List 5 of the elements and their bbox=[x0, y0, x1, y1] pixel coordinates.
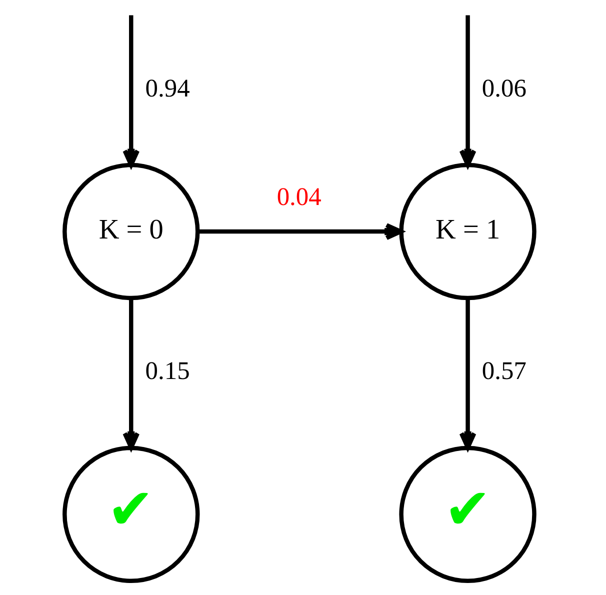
edge-label: 0.15 bbox=[145, 356, 190, 386]
edge-label: 0.94 bbox=[145, 73, 190, 102]
edge-label: 0.06 bbox=[482, 73, 526, 102]
edge-label: 0.04 bbox=[276, 182, 322, 212]
edge-label: 0.57 bbox=[482, 356, 526, 386]
